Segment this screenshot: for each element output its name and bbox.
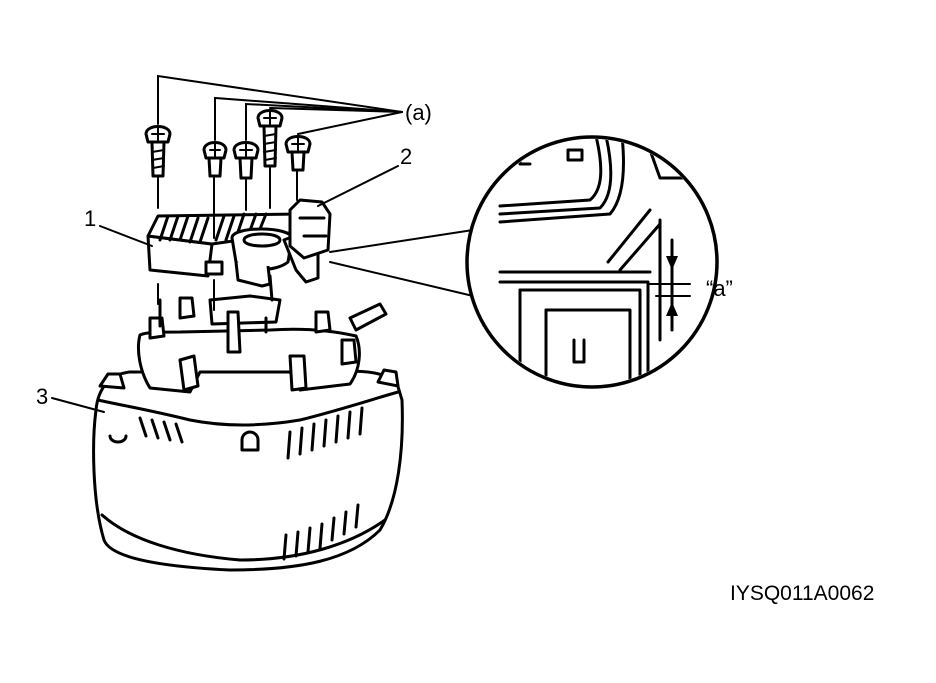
detail-contents (498, 139, 692, 385)
housing-vents-left (108, 416, 184, 444)
housing-vents-right (282, 406, 364, 561)
screw-5 (284, 135, 312, 172)
detail-magnifier (329, 135, 719, 389)
regulator-assembly (146, 198, 332, 302)
screws-group (144, 109, 312, 311)
part-3-label: 3 (36, 384, 48, 409)
part-1-label: 1 (84, 206, 96, 231)
gap-dimension-label: “a” (706, 276, 733, 301)
screw-1 (144, 125, 172, 178)
figure-code: IYSQ011A0062 (730, 582, 874, 605)
part-1-leader (99, 225, 153, 247)
alternator-housing (92, 368, 404, 572)
part-2-leader (317, 165, 399, 207)
screws-leader-lines (157, 74, 403, 141)
screw-2 (202, 141, 228, 178)
part-2-label: 2 (400, 144, 412, 169)
rear-frame (136, 294, 388, 394)
part-3-leader (51, 397, 105, 413)
screw-4 (256, 109, 284, 168)
screw-3 (232, 141, 260, 180)
screws-label: (a) (405, 100, 432, 125)
